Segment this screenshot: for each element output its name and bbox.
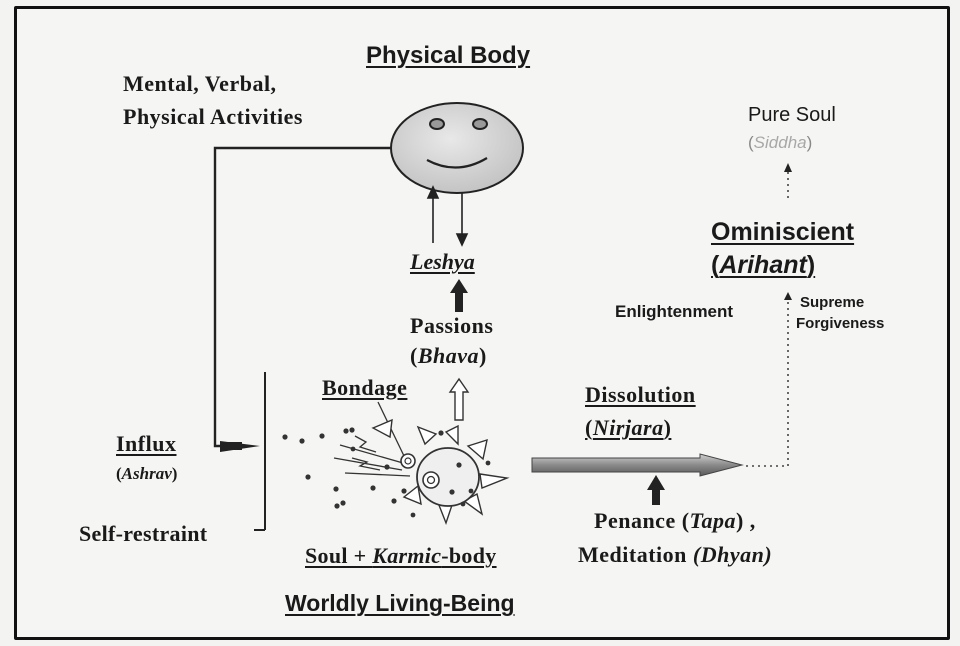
soul-to-passions-arrow [448, 377, 470, 421]
pure-soul-sanskrit: (Siddha) [748, 133, 813, 152]
passions-sanskrit: (Bhava) [410, 343, 487, 368]
soul-karmic-body-icon [333, 401, 510, 526]
body-suffix: -body [441, 543, 497, 568]
dissolution-sanskrit: (Nirjara) [585, 415, 672, 440]
siddha-term: Siddha [753, 133, 807, 152]
bhava-term: Bhava [417, 343, 480, 368]
soul-karmic-body-label: Soul + Karmic-body [305, 543, 497, 568]
liberation-dotted-path [746, 172, 789, 467]
arihant-term: Arihant [719, 251, 807, 279]
dhyan-term: (Dhyan) [692, 542, 773, 567]
leshya-exchange-arrows [426, 185, 469, 247]
ashrav-term: Ashrav [121, 464, 172, 483]
nirjara-term: Nirjara [592, 415, 664, 440]
karmic-term: Karmic [372, 543, 442, 568]
omniscient-label: Ominiscient [711, 218, 855, 246]
bondage-label: Bondage [322, 375, 408, 400]
influx-label: Influx [116, 431, 177, 456]
leshya-label: Leshya [410, 249, 475, 274]
meditation-text: Meditation [578, 542, 693, 567]
worldly-living-being-title: Worldly Living-Being [285, 590, 515, 616]
self-restraint-label: Self-restraint [79, 521, 208, 546]
passions-label: Passions [410, 313, 494, 338]
passions-to-leshya-arrow [450, 279, 468, 312]
penance-suffix: ) , [735, 508, 756, 533]
enlightenment-label: Enlightenment [615, 302, 734, 321]
activities-line1: Mental, Verbal, [123, 71, 277, 96]
dissolution-label: Dissolution [585, 382, 696, 407]
dissolution-arrow [531, 453, 744, 477]
forgiveness-label: Forgiveness [796, 315, 885, 332]
penance-text: Penance ( [594, 508, 690, 533]
face-icon [390, 102, 524, 194]
omniscient-sanskrit: (Arihant) [711, 251, 816, 279]
activities-flow-line [213, 146, 391, 452]
liberation-arrowheads [784, 163, 792, 300]
penance-arrow [647, 475, 665, 505]
influx-sanskrit: (Ashrav) [116, 464, 178, 483]
tapa-term: Tapa [689, 508, 736, 533]
pure-soul-label: Pure Soul [748, 104, 836, 126]
physical-body-title: Physical Body [366, 42, 531, 69]
meditation-label: Meditation (Dhyan) [578, 542, 772, 567]
supreme-label: Supreme [800, 294, 865, 311]
soul-prefix: Soul + [305, 543, 373, 568]
penance-label: Penance (Tapa) , [594, 508, 756, 533]
self-restraint-barrier [254, 372, 266, 531]
activities-line2: Physical Activities [123, 104, 303, 129]
